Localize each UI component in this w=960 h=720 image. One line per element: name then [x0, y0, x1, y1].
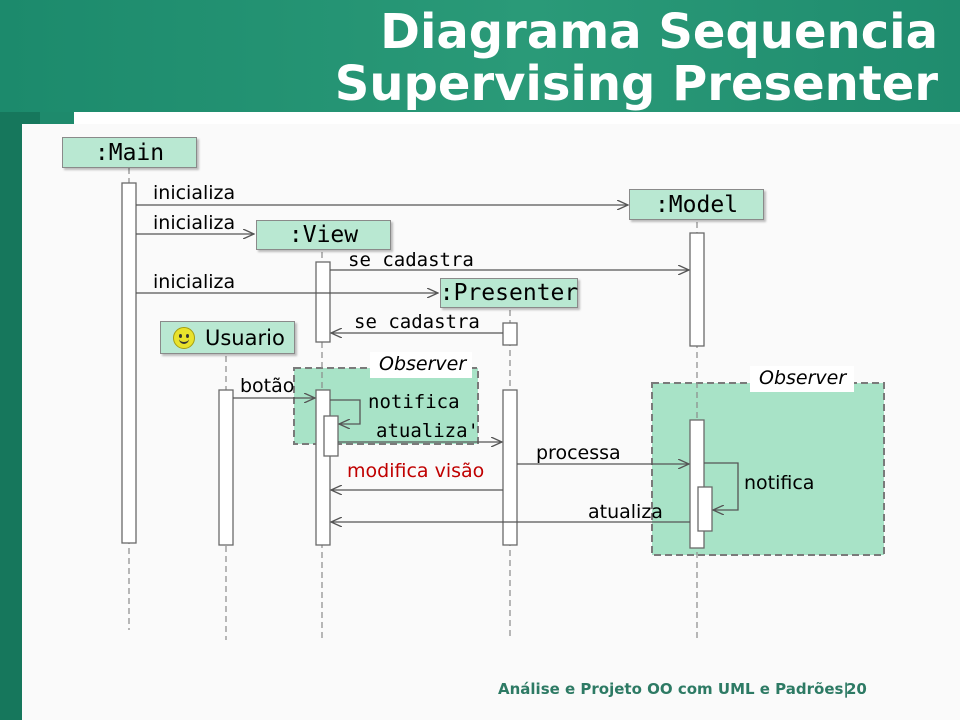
activation-model-3 — [697, 486, 713, 532]
activation-view-2 — [315, 389, 331, 546]
actor-usuario: Usuario — [160, 321, 295, 354]
msg-notifica-model: notifica — [744, 472, 815, 494]
msg-inicializa-2: inicializa — [153, 212, 236, 234]
arrow-notifica-self-view — [330, 399, 361, 424]
msg-se-cadastra-1: se cadastra — [348, 249, 474, 271]
object-presenter: :Presenter — [439, 278, 579, 308]
msg-modifica-visao: modifica visão — [347, 460, 485, 482]
smiley-icon — [173, 326, 195, 349]
actor-label: Usuario — [205, 325, 285, 350]
msg-atualiza-model: atualiza — [588, 501, 663, 523]
footer-page-number: 20 — [846, 680, 867, 698]
msg-notifica-view: notifica — [368, 391, 460, 413]
fragment-label-observer-right: Observer — [759, 367, 847, 389]
activation-view-3 — [323, 415, 339, 457]
activation-presenter-2 — [502, 389, 518, 546]
object-model: :Model — [629, 189, 764, 220]
activation-model-1 — [689, 232, 705, 347]
observer-label-bg-left — [370, 352, 472, 378]
arrow-notifica-self-model — [704, 462, 739, 510]
msg-processa: processa — [536, 442, 621, 464]
object-view: :View — [256, 220, 391, 250]
slide-title-line-2: Supervising Presenter — [334, 56, 938, 112]
object-main: :Main — [62, 137, 197, 168]
slide-title-line-1: Diagrama Sequencia — [380, 4, 938, 60]
footer-text: Análise e Projeto OO com UML e Padrões| — [498, 680, 849, 698]
fragment-label-observer-left: Observer — [379, 353, 467, 375]
activation-actor — [218, 389, 234, 546]
header-banner — [0, 0, 960, 112]
activation-view-1 — [315, 261, 331, 343]
observer-label-bg-right — [750, 366, 854, 392]
msg-atualiza-view: atualiza' — [376, 420, 479, 442]
observer-fragment-right — [651, 382, 885, 556]
activation-main — [121, 182, 137, 544]
msg-botao: botão — [240, 375, 295, 397]
activation-presenter-1 — [502, 322, 518, 346]
msg-inicializa-3: inicializa — [153, 271, 236, 293]
msg-se-cadastra-2: se cadastra — [354, 311, 480, 333]
msg-inicializa-1: inicializa — [153, 182, 236, 204]
